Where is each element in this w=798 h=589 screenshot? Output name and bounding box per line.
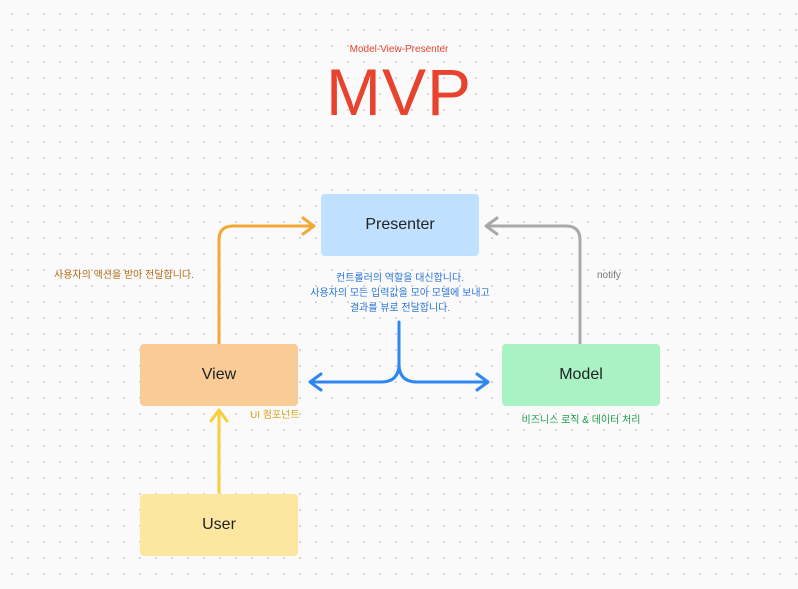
- view-label: View: [201, 366, 237, 383]
- model-node: Model: [502, 344, 660, 406]
- presenter-to-view-arrow: [310, 320, 401, 384]
- user-node: User: [140, 494, 298, 556]
- user-to-view-arrowhead: [209, 408, 229, 423]
- view-to-presenter-arrowhead: [301, 216, 316, 236]
- presenter-to-model-arrowhead: [475, 372, 490, 392]
- presenter-label: Presenter: [365, 216, 435, 233]
- model-sub-label: 비즈니스 로직 & 데이터 처리: [521, 415, 641, 426]
- presenter-note-line: 결과를 뷰로 전달합니다.: [349, 303, 451, 314]
- view-node: View: [140, 344, 298, 406]
- presenter-to-model-arrow: [397, 362, 488, 384]
- presenter-note-line: 컨트롤러의 역할을 대신합니다.: [336, 273, 464, 284]
- presenter-node: Presenter: [321, 194, 479, 256]
- diagram-subtitle: Model-View-Presenter: [349, 44, 449, 55]
- presenter-role-note: 컨트롤러의 역할을 대신합니다. 사용자의 모든 입력값을 모아 모델에 보내고…: [300, 271, 500, 316]
- presenter-to-view-arrowhead: [308, 372, 323, 392]
- notify-label: notify: [597, 270, 621, 281]
- view-to-presenter-arrow: [217, 224, 314, 346]
- model-to-presenter-arrowhead: [484, 216, 499, 236]
- model-to-presenter-arrow: [486, 224, 582, 346]
- diagram-title: MVP: [325, 55, 473, 129]
- view-sub-label: UI 컴포넌트: [250, 410, 300, 421]
- user-label: User: [202, 516, 236, 533]
- presenter-note-line: 사용자의 모든 입력값을 모아 모델에 보내고: [310, 288, 490, 299]
- view-action-note: 사용자의 액션을 받아 전달합니다.: [54, 270, 194, 281]
- model-label: Model: [559, 366, 603, 383]
